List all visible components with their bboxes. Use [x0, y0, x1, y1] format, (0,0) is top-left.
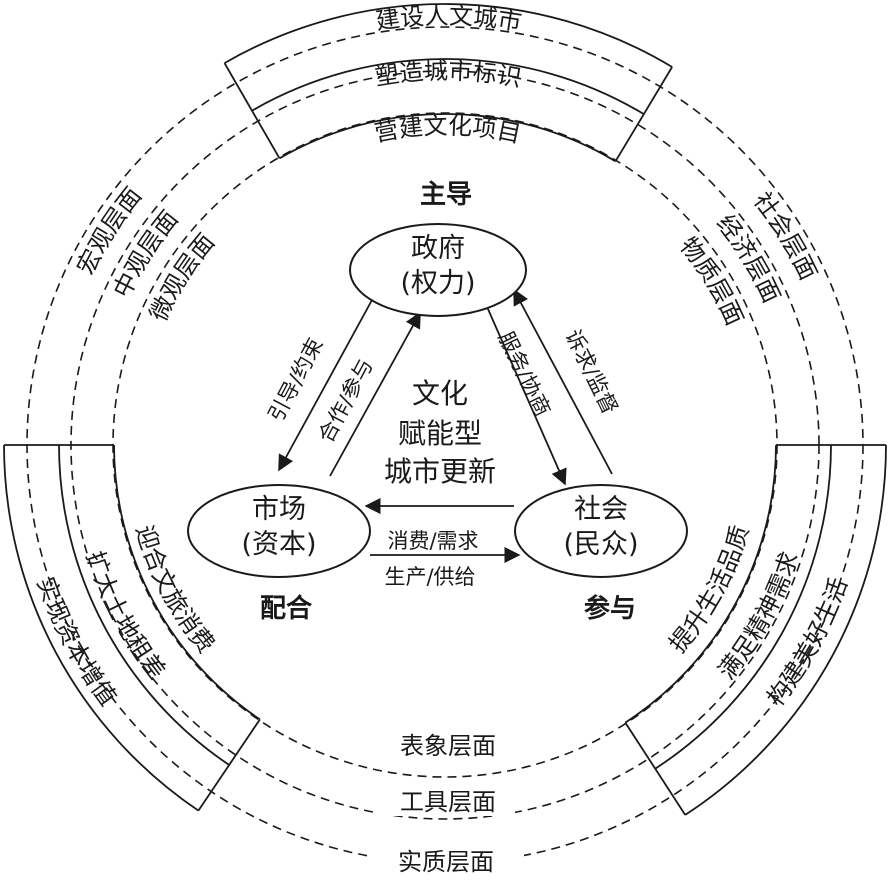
center-label: 文化 赋能型 城市更新 — [384, 377, 496, 488]
label-backdrop — [375, 786, 515, 816]
center-line: 文化 — [412, 377, 468, 410]
society-role: 参与 — [584, 593, 636, 624]
market-band-arc — [113, 444, 261, 721]
market-ellipse — [187, 484, 371, 578]
society-band-arc — [684, 444, 887, 816]
label-backdrop — [368, 845, 524, 877]
government-name: 政府 — [411, 233, 465, 264]
edge-label-service-consult: 服务/协商 — [494, 328, 555, 420]
government-band-label: 塑造城市标识 — [373, 57, 523, 93]
market-subtitle: (资本) — [241, 529, 316, 560]
node-society: 社会 (民众) 参与 — [514, 484, 688, 624]
edge-label-consumption-demand: 消费/需求 — [387, 529, 478, 553]
center-line: 城市更新 — [384, 455, 496, 488]
government-role: 主导 — [420, 180, 472, 210]
society-band-arc — [654, 444, 832, 770]
government-band-edge — [614, 66, 673, 162]
bottom-layer-label: 实质层面 — [398, 848, 494, 876]
market-role: 配合 — [260, 593, 313, 624]
center-line: 赋能型 — [398, 417, 482, 450]
market-name: 市场 — [252, 494, 306, 525]
government-band-edge — [223, 62, 281, 159]
arrow-society-to-gov — [513, 288, 613, 475]
edge-label-appeal-supervise: 诉求/监督 — [561, 326, 622, 418]
government-band-labels: 建设人文城市 塑造城市标识 营建文化项目 — [372, 2, 524, 149]
arrow-market-to-gov — [329, 311, 421, 477]
market-band-arc — [58, 444, 230, 766]
government-band-arc — [279, 113, 616, 163]
arrow-gov-to-society — [483, 299, 567, 486]
market-band-labels: 实现资本增值 扩大土地租差 迎合文旅消费 — [31, 522, 220, 711]
bottom-layer-label: 工具层面 — [400, 788, 496, 816]
right-layer-labels: 社会层面 经济层面 物质层面 — [674, 187, 822, 330]
government-band-arc — [251, 58, 645, 115]
left-layer-labels: 宏观层面 中观层面 微观层面 — [71, 182, 220, 325]
market-band-edge — [197, 718, 261, 812]
bottom-layer-labels: 表象层面 工具层面 实质层面 — [368, 730, 524, 877]
label-backdrop — [375, 730, 515, 760]
society-subtitle: (民众) — [563, 529, 638, 560]
edge-label-cooperate-participate: 合作/参与 — [314, 355, 378, 447]
market-band-arc — [3, 444, 199, 812]
edge-label-production-supply: 生产/供给 — [384, 565, 475, 589]
arrow-gov-to-market — [278, 299, 373, 472]
node-government: 政府 (权力) 主导 — [349, 180, 527, 317]
node-market: 市场 (资本) 配合 — [187, 484, 371, 624]
bottom-layer-label: 表象层面 — [400, 732, 496, 760]
government-ellipse — [349, 223, 527, 317]
government-subtitle: (权力) — [400, 268, 475, 299]
band-outlines — [3, 3, 887, 816]
society-ellipse — [514, 484, 688, 578]
government-band-label: 建设人文城市 — [374, 2, 524, 37]
government-band-arc — [224, 3, 673, 68]
society-band-arc — [624, 444, 777, 724]
edge-label-guide-constrain: 引导/约束 — [264, 334, 328, 426]
relationship-arrows — [278, 288, 613, 564]
society-name: 社会 — [574, 494, 628, 525]
government-band-label: 营建文化项目 — [372, 112, 523, 149]
society-band-edge — [624, 722, 686, 816]
